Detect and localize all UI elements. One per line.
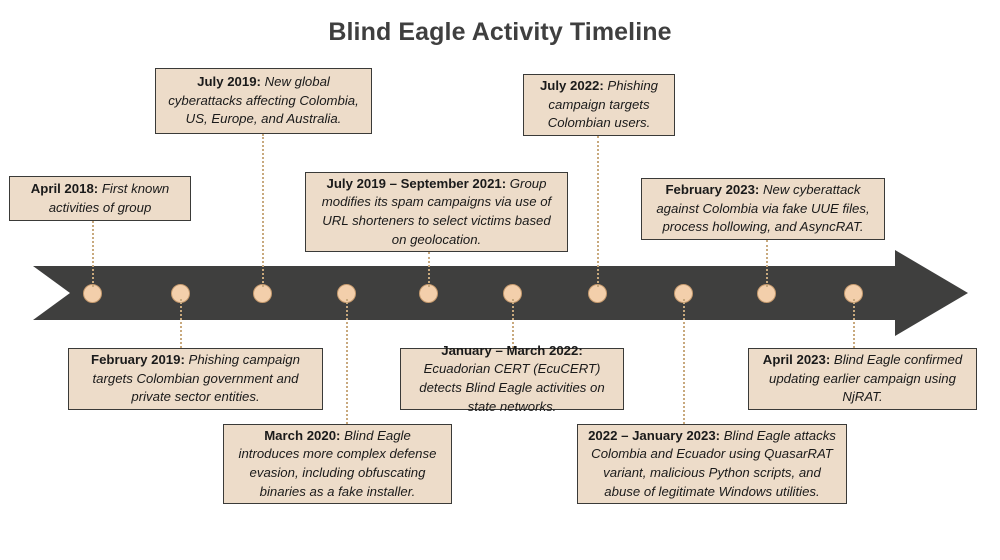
- event-description-january-march-2022: Ecuadorian CERT (EcuCERT) detects Blind …: [419, 361, 605, 414]
- event-box-april-2018[interactable]: April 2018: First known activities of gr…: [9, 176, 191, 221]
- connector-july-2019-september-2021: [428, 252, 430, 287]
- connector-february-2019: [180, 299, 182, 348]
- event-box-february-2019[interactable]: February 2019: Phishing campaign targets…: [68, 348, 323, 410]
- connector-april-2018: [92, 221, 94, 287]
- connector-april-2023: [853, 299, 855, 348]
- event-date-july-2019-september-2021: July 2019 – September 2021:: [326, 175, 507, 191]
- event-text-july-2022: July 2022: Phishing campaign targets Col…: [533, 77, 665, 133]
- event-text-july-2019: July 2019: New global cyberattacks affec…: [165, 73, 362, 129]
- event-date-january-march-2022: January – March 2022:: [441, 342, 583, 358]
- event-date-2022-january-2023: 2022 – January 2023:: [588, 427, 721, 443]
- connector-february-2023: [766, 240, 768, 287]
- connector-july-2019: [262, 134, 264, 287]
- event-box-july-2019[interactable]: July 2019: New global cyberattacks affec…: [155, 68, 372, 134]
- connector-march-2020: [346, 299, 348, 424]
- event-box-2022-january-2023[interactable]: 2022 – January 2023: Blind Eagle attacks…: [577, 424, 847, 504]
- event-description-february-2019: Phishing campaign targets Colombian gove…: [92, 351, 300, 405]
- event-description-april-2023: Blind Eagle confirmed updating earlier c…: [769, 351, 963, 405]
- event-text-april-2023: April 2023: Blind Eagle confirmed updati…: [758, 351, 967, 407]
- event-text-february-2023: February 2023: New cyberattack against C…: [651, 181, 875, 237]
- event-text-february-2019: February 2019: Phishing campaign targets…: [78, 351, 313, 407]
- event-date-march-2020: March 2020:: [264, 427, 341, 443]
- event-date-february-2019: February 2019:: [91, 351, 185, 367]
- event-text-march-2020: March 2020: Blind Eagle introduces more …: [233, 427, 442, 502]
- connector-january-march-2022: [512, 299, 514, 348]
- event-box-january-march-2022[interactable]: January – March 2022: Ecuadorian CERT (E…: [400, 343, 624, 414]
- event-description-july-2019: New global cyberattacks affecting Colomb…: [168, 73, 359, 127]
- event-description-july-2022: Phishing campaign targets Colombian user…: [547, 77, 659, 131]
- event-description-april-2018: First known activities of group: [48, 180, 170, 215]
- event-date-july-2022: July 2022:: [539, 77, 604, 93]
- event-date-april-2018: April 2018:: [30, 180, 99, 196]
- event-description-2022-january-2023: Blind Eagle attacks Colombia and Ecuador…: [591, 427, 836, 499]
- event-date-april-2023: April 2023:: [762, 351, 831, 367]
- event-text-2022-january-2023: 2022 – January 2023: Blind Eagle attacks…: [587, 427, 837, 502]
- event-text-april-2018: April 2018: First known activities of gr…: [19, 180, 181, 217]
- event-description-march-2020: Blind Eagle introduces more complex defe…: [238, 427, 437, 499]
- page-title: Blind Eagle Activity Timeline: [328, 18, 672, 46]
- event-box-april-2023[interactable]: April 2023: Blind Eagle confirmed updati…: [748, 348, 977, 410]
- event-box-july-2022[interactable]: July 2022: Phishing campaign targets Col…: [523, 74, 675, 136]
- event-description-july-2019-september-2021: Group modifies its spam campaigns via us…: [321, 175, 552, 247]
- connector-july-2022: [597, 136, 599, 287]
- event-date-february-2023: February 2023:: [665, 181, 760, 197]
- timeline-arrow: [33, 250, 968, 336]
- event-text-july-2019-september-2021: July 2019 – September 2021: Group modifi…: [315, 175, 558, 250]
- event-description-february-2023: New cyberattack against Colombia via fak…: [656, 181, 870, 235]
- event-box-july-2019-september-2021[interactable]: July 2019 – September 2021: Group modifi…: [305, 172, 568, 252]
- event-box-february-2023[interactable]: February 2023: New cyberattack against C…: [641, 178, 885, 240]
- event-text-january-march-2022: January – March 2022: Ecuadorian CERT (E…: [410, 342, 614, 417]
- connector-2022-january-2023: [683, 299, 685, 424]
- event-date-july-2019: July 2019:: [197, 73, 261, 89]
- event-box-march-2020[interactable]: March 2020: Blind Eagle introduces more …: [223, 424, 452, 504]
